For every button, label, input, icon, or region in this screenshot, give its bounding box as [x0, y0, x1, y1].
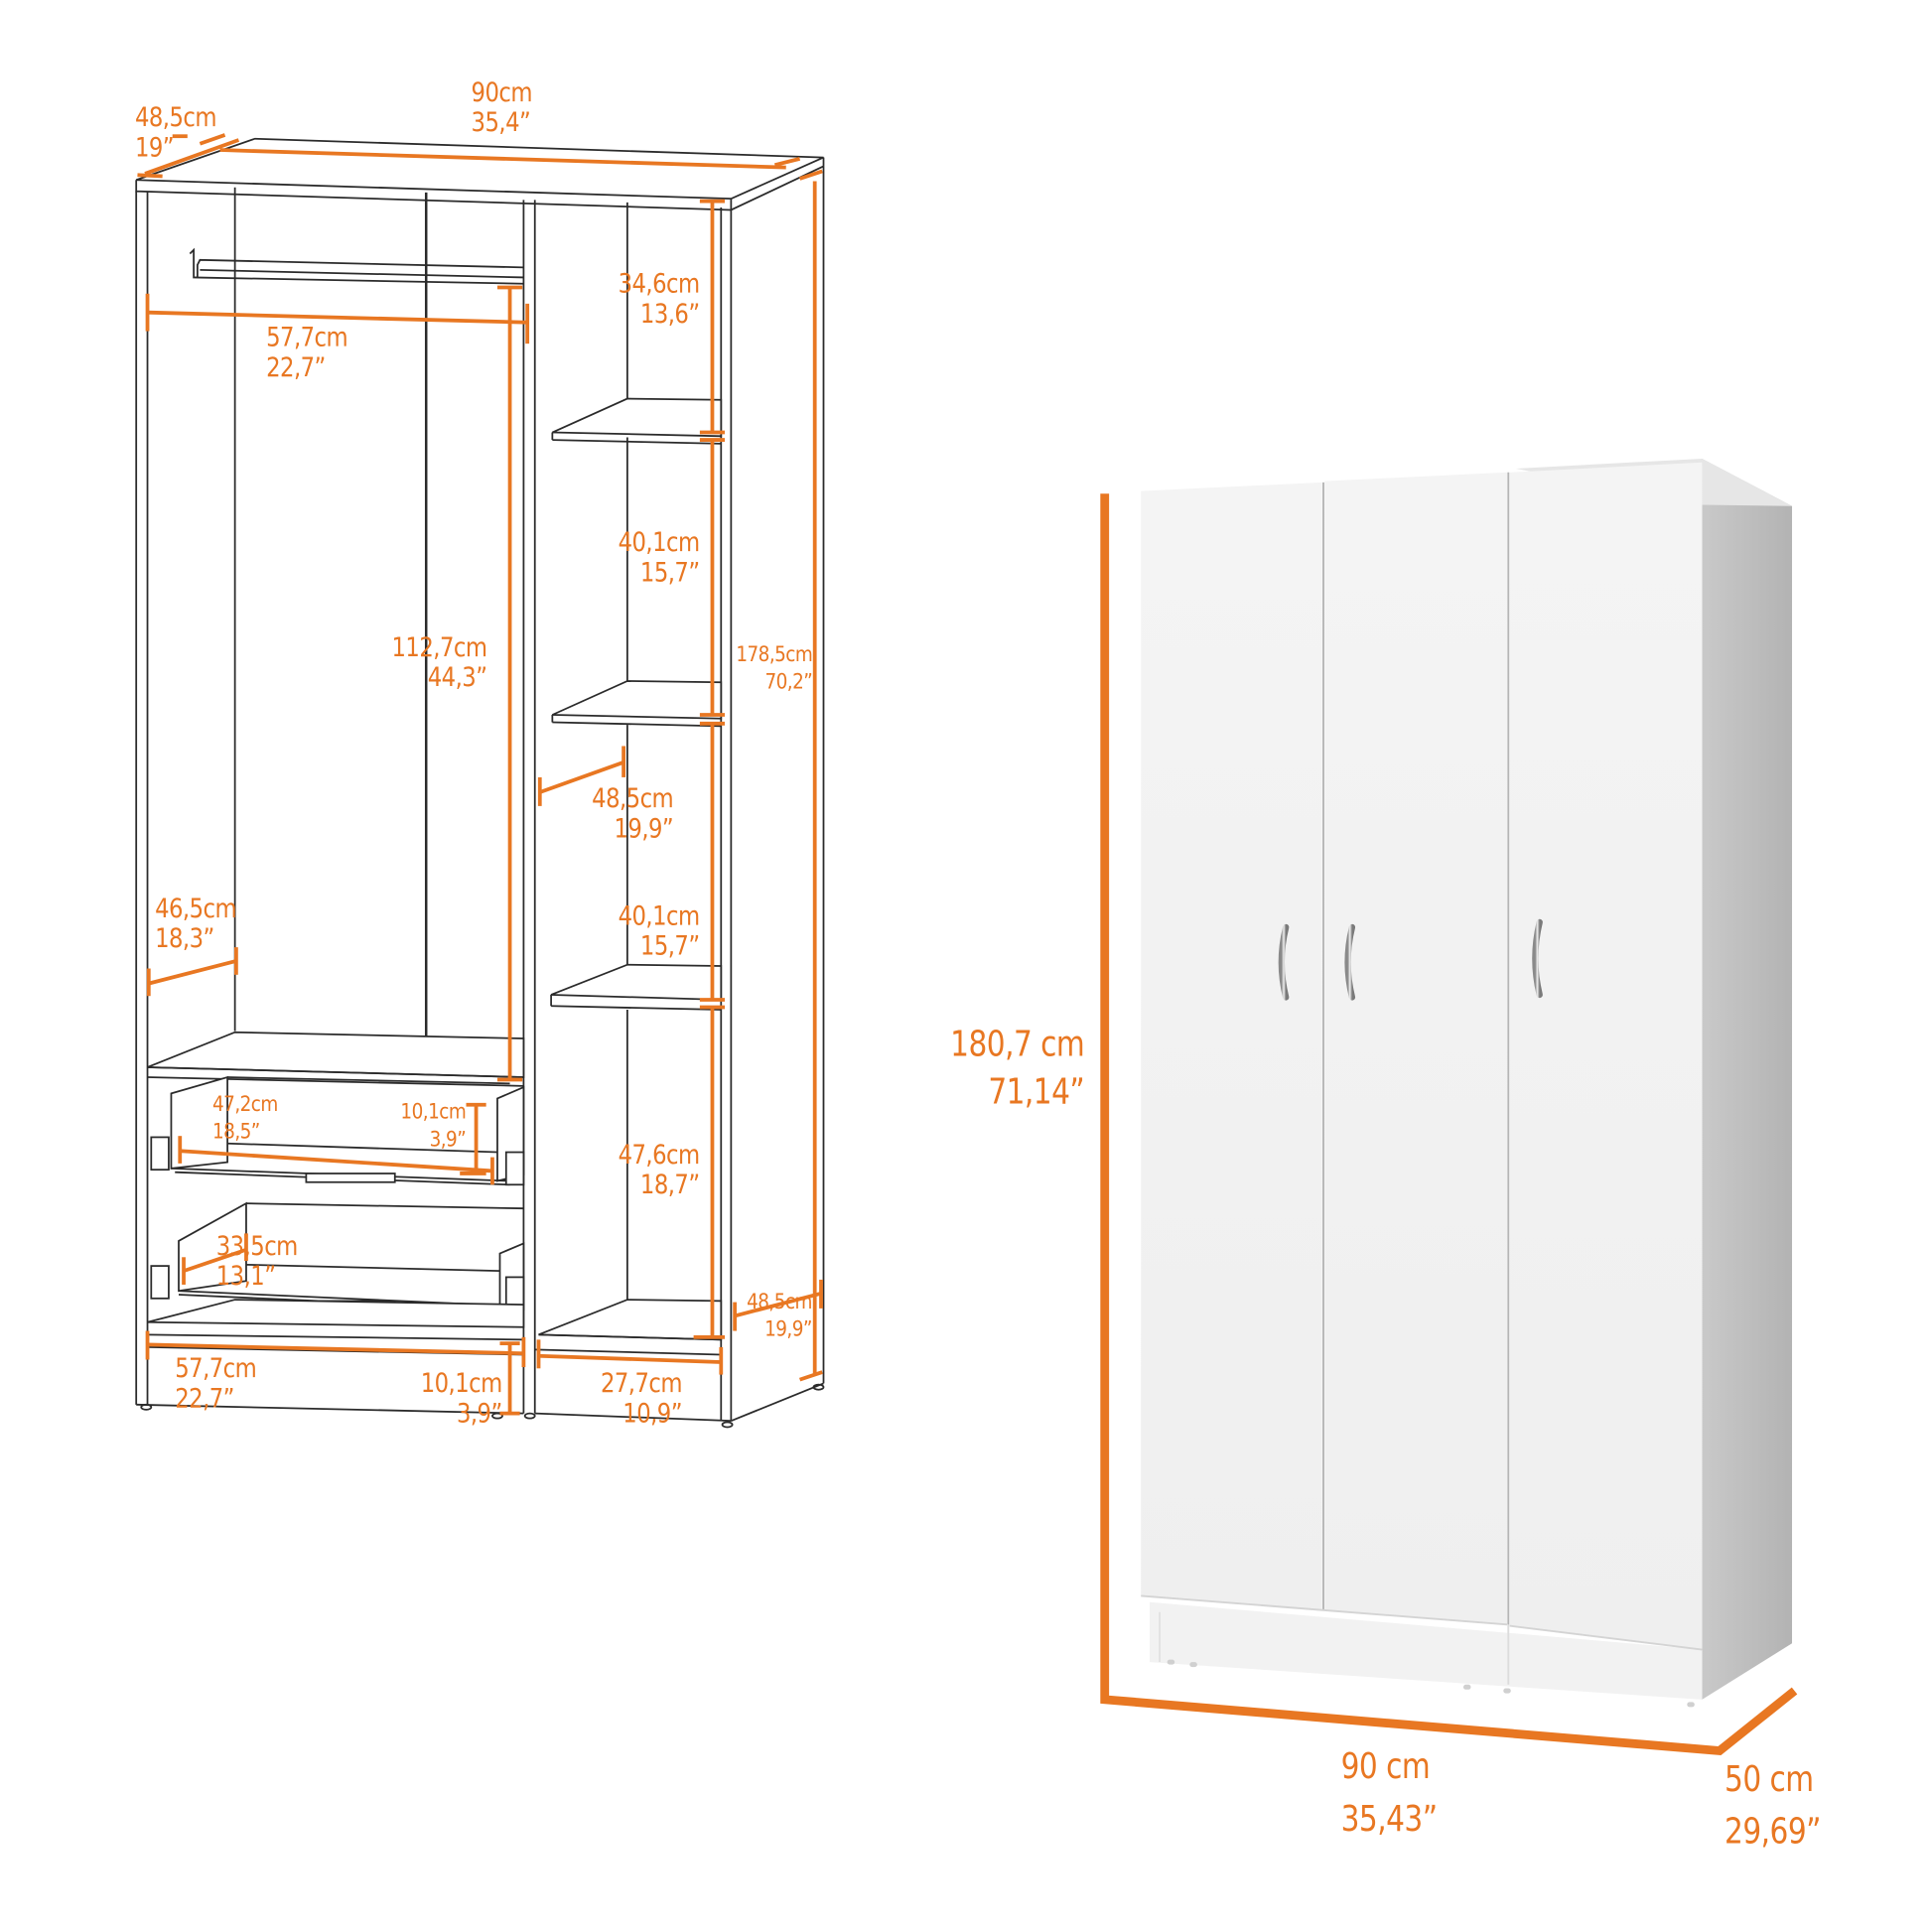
- label-in: 13,6”: [640, 298, 700, 330]
- label-in: 19,9”: [764, 1316, 813, 1342]
- label-overall-width: 90cm 35,4”: [471, 77, 533, 138]
- label-cm: 10,1cm: [420, 1368, 503, 1399]
- label-in: 29,69”: [1725, 1810, 1821, 1853]
- label-render-width: 90 cm 35,43”: [1341, 1740, 1438, 1846]
- label-side-depth: 48,5cm 19,9”: [747, 1289, 812, 1343]
- label-cm: 10,1cm: [400, 1099, 467, 1125]
- label-cm: 40,1cm: [618, 900, 701, 931]
- handle-left-icon: [1278, 923, 1290, 1001]
- label-cm: 178,5cm: [736, 641, 813, 668]
- label-in: 22,7”: [266, 351, 326, 383]
- label-in: 18,3”: [155, 923, 214, 954]
- label-in: 19”: [134, 132, 175, 163]
- label-in: 15,7”: [640, 557, 700, 588]
- label-in: 71,14”: [988, 1070, 1085, 1113]
- label-in: 18,5”: [211, 1119, 260, 1145]
- label-base-height: 10,1cm 3,9”: [420, 1368, 503, 1429]
- wardrobe-render: [1141, 458, 1793, 1708]
- label-cm: 112,7cm: [391, 631, 487, 663]
- label-in: 10,9”: [622, 1398, 683, 1429]
- label-cm: 33,5cm: [215, 1230, 299, 1262]
- label-in: 19,9”: [614, 813, 674, 844]
- label-cm: 48,5cm: [134, 102, 217, 133]
- door-middle: [1324, 472, 1508, 1625]
- label-in: 3,9”: [457, 1398, 503, 1429]
- label-drawer-height: 10,1cm 3,9”: [401, 1098, 467, 1153]
- label-shelf-3: 40,1cm 15,7”: [618, 900, 701, 961]
- render-dimension-lines: [1100, 493, 1798, 1756]
- label-drawer-depth: 33,5cm 13,1”: [215, 1230, 299, 1292]
- label-hanging-width: 57,7cm 22,7”: [266, 322, 348, 383]
- label-in: 3,9”: [429, 1127, 467, 1153]
- handle-right-icon: [1532, 918, 1543, 999]
- label-overall-depth: 48,5cm 19”: [134, 102, 217, 163]
- label-in: 18,7”: [640, 1170, 700, 1200]
- label-hanging-depth: 46,5cm 18,3”: [155, 893, 237, 954]
- label-cm: 57,7cm: [175, 1353, 257, 1384]
- label-shelf-top: 34,6cm 13,6”: [618, 268, 701, 330]
- label-render-height: 180,7 cm 71,14”: [950, 1021, 1086, 1116]
- label-cm: 46,5cm: [155, 893, 237, 924]
- label-cm: 34,6cm: [618, 268, 701, 299]
- handle-middle-icon: [1344, 923, 1356, 1001]
- label-shelf-depth: 48,5cm 19,9”: [592, 783, 674, 844]
- label-shelf-bottom: 47,6cm 18,7”: [618, 1139, 701, 1200]
- label-cm: 50 cm: [1725, 1758, 1814, 1800]
- label-cm: 90 cm: [1340, 1745, 1431, 1787]
- label-in: 13,1”: [215, 1261, 276, 1292]
- label-base-right-width: 27,7cm 10,9”: [601, 1368, 683, 1429]
- label-in: 35,43”: [1340, 1798, 1438, 1840]
- label-cm: 47,2cm: [211, 1092, 278, 1118]
- label-cm: 90cm: [471, 77, 533, 108]
- label-cm: 48,5cm: [747, 1290, 813, 1315]
- label-in: 44,3”: [428, 662, 487, 693]
- door-right: [1509, 462, 1703, 1650]
- label-in: 22,7”: [175, 1383, 234, 1414]
- label-cm: 40,1cm: [618, 527, 701, 558]
- dimension-lines: [137, 133, 823, 1416]
- label-cm: 47,6cm: [618, 1139, 701, 1171]
- label-base-left-width: 57,7cm 22,7”: [175, 1353, 257, 1414]
- label-cm: 27,7cm: [601, 1368, 683, 1399]
- door-left: [1141, 482, 1322, 1610]
- label-shelf-2: 40,1cm 15,7”: [618, 527, 701, 588]
- wardrobe-line-drawing: [135, 137, 825, 1429]
- label-in: 35,4”: [471, 107, 531, 138]
- label-in: 15,7”: [640, 930, 700, 961]
- label-cm: 48,5cm: [592, 783, 674, 814]
- label-in: 70,2”: [764, 669, 813, 695]
- label-interior-height: 178,5cm 70,2”: [736, 641, 812, 696]
- label-cm: 180,7 cm: [950, 1023, 1086, 1065]
- label-render-depth: 50 cm 29,69”: [1725, 1753, 1821, 1859]
- label-drawer-width: 47,2cm 18,5”: [212, 1091, 278, 1146]
- label-hanging-height: 112,7cm 44,3”: [392, 632, 487, 692]
- label-cm: 57,7cm: [266, 322, 348, 352]
